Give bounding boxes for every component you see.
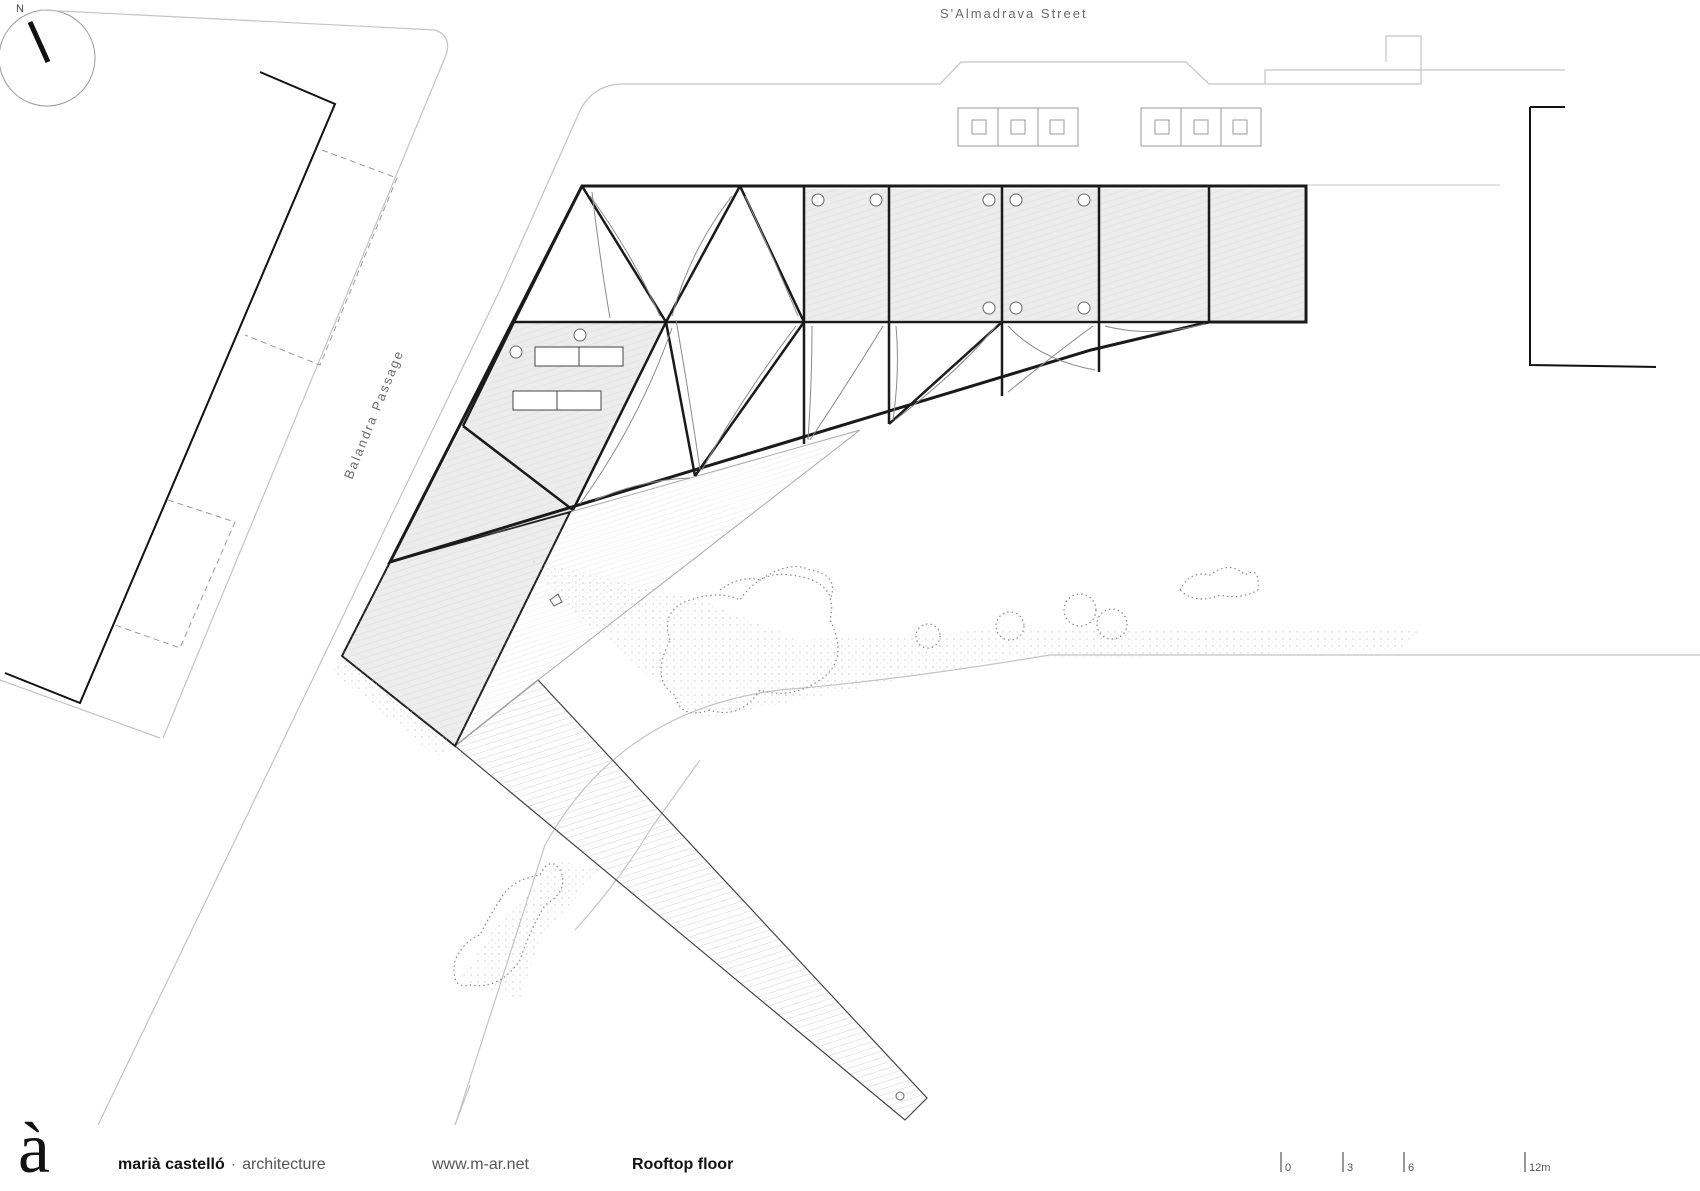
figure-markers xyxy=(549,593,905,1101)
scale-tick-12: 12m xyxy=(1529,1162,1550,1174)
north-label: N xyxy=(16,3,24,15)
roof-structure xyxy=(387,184,1308,565)
neighbor-building-right xyxy=(1529,106,1657,368)
studio-credit: marià castelló · architecture xyxy=(118,1156,326,1174)
street-label-top: S'Almadrava Street xyxy=(940,6,1088,21)
neighbor-building-left xyxy=(4,71,398,705)
street-label-side: Balandra Passage xyxy=(341,347,407,481)
scale-tick-6: 6 xyxy=(1408,1162,1414,1174)
north-arrow: N xyxy=(0,3,96,107)
site-context xyxy=(0,9,1700,1126)
drawing-title: Rooftop floor xyxy=(632,1156,734,1173)
entrance-panel xyxy=(340,510,572,748)
scale-tick-3: 3 xyxy=(1347,1162,1353,1174)
scale-tick-0: 0 xyxy=(1285,1162,1291,1174)
studio-logo: à xyxy=(18,1108,50,1188)
studio-name: marià castelló xyxy=(118,1156,225,1173)
parking-blocks xyxy=(957,107,1500,186)
website-link[interactable]: www.m-ar.net xyxy=(432,1156,529,1173)
credit-separator: · xyxy=(230,1156,237,1173)
ground-texture xyxy=(330,560,1420,1000)
studio-discipline: architecture xyxy=(242,1156,326,1173)
scale-bar xyxy=(1280,1152,1526,1172)
